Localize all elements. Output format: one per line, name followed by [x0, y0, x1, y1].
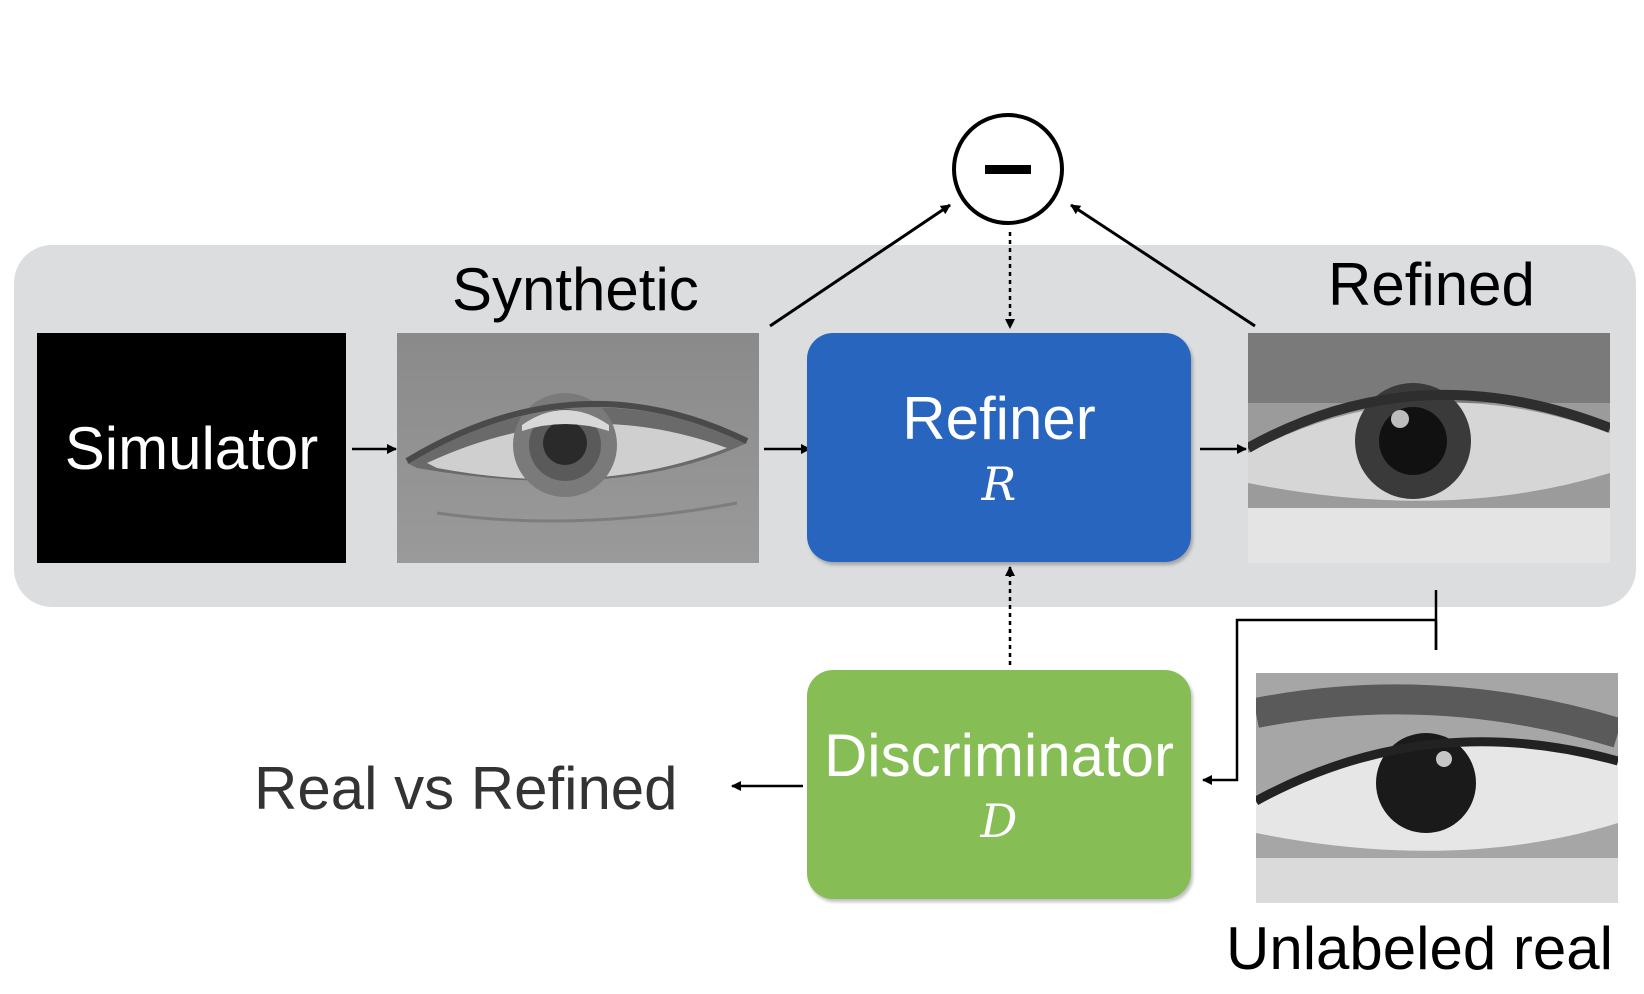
unlabeled-real-eye-image	[1256, 673, 1618, 903]
arrow-synthetic-to-minus	[769, 203, 951, 328]
simulator-box: Simulator	[37, 333, 346, 563]
minus-operator-icon	[952, 113, 1064, 225]
synthetic-caption: Synthetic	[452, 256, 699, 323]
simulator-label: Simulator	[64, 414, 319, 482]
unlabeled-real-caption: Unlabeled real	[1226, 915, 1613, 982]
discriminator-box: Discriminator D	[807, 670, 1191, 899]
output-label: Real vs Refined	[254, 755, 678, 822]
arrow-refined-to-minus	[1070, 203, 1256, 328]
refined-eye-image	[1248, 333, 1610, 563]
refiner-box: Refiner R	[807, 333, 1191, 562]
minus-bar	[985, 164, 1031, 174]
discriminator-label: Discriminator	[823, 722, 1175, 789]
refiner-label: Refiner	[902, 385, 1096, 452]
refiner-symbol: R	[981, 457, 1017, 511]
refined-caption: Refined	[1328, 251, 1535, 318]
synthetic-eye-image	[397, 333, 759, 563]
discriminator-symbol: D	[980, 794, 1018, 848]
